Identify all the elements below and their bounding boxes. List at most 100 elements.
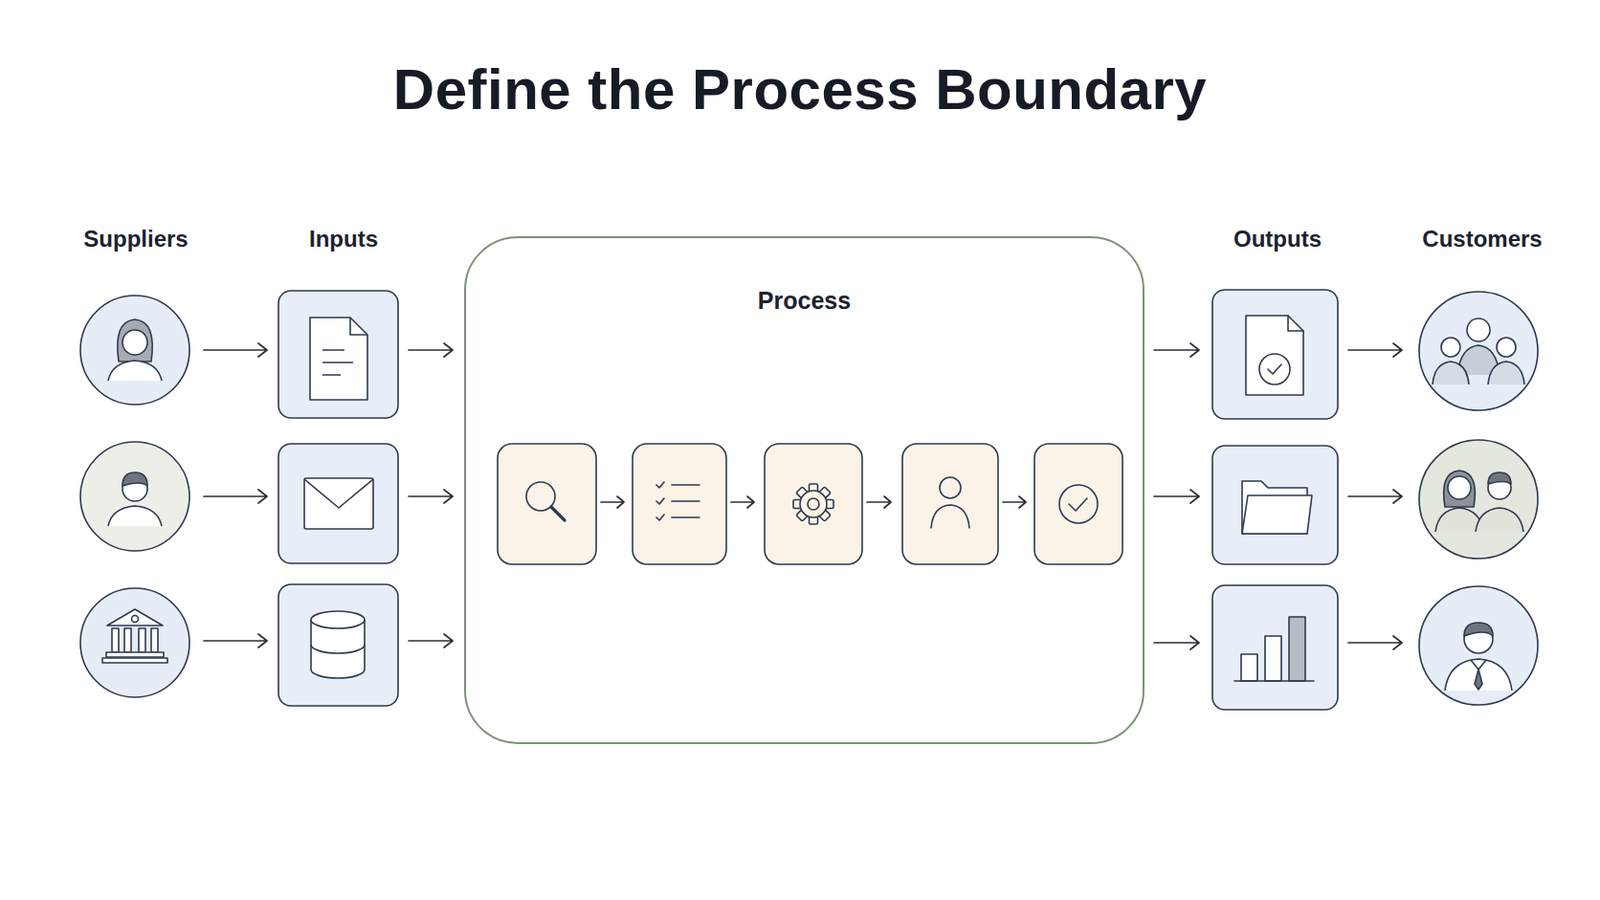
flow-arrow <box>203 343 267 357</box>
bank-column <box>124 628 132 653</box>
flow-arrow <box>408 343 453 357</box>
column-heading: Inputs <box>238 224 449 254</box>
database-top <box>311 611 365 629</box>
checklist-lines <box>671 485 700 518</box>
column-heading: Suppliers <box>30 224 242 254</box>
output-box <box>1212 289 1338 420</box>
step-box <box>902 444 999 565</box>
process-boundary: Process <box>464 236 1145 745</box>
document-lines <box>322 350 354 376</box>
input-icons <box>278 290 399 707</box>
done-check <box>1068 498 1088 512</box>
process-label: Process <box>466 286 1143 315</box>
done-circle <box>1059 485 1098 524</box>
tie <box>1474 669 1483 690</box>
approved-document <box>1245 315 1304 396</box>
body <box>108 360 162 381</box>
approval-circle <box>1259 354 1290 385</box>
head <box>122 330 148 356</box>
bank-roof <box>107 609 163 626</box>
database-ring <box>311 644 365 654</box>
step-box <box>632 444 727 565</box>
envelope-flap <box>304 479 374 509</box>
customer-circle <box>1419 586 1538 706</box>
document-fold <box>350 317 368 335</box>
bank-column <box>138 628 146 653</box>
supplier-circle <box>80 442 190 552</box>
chart-bar <box>1288 617 1306 682</box>
body <box>1475 508 1524 533</box>
head <box>1441 337 1461 357</box>
bank-base <box>106 652 164 658</box>
step-box <box>497 444 597 565</box>
gear-icon <box>793 484 834 525</box>
chart-bar <box>1241 654 1258 682</box>
step-arrow <box>600 496 624 509</box>
bank-base <box>102 658 168 664</box>
customer-circle <box>1419 291 1538 411</box>
bank-emblem <box>132 616 139 623</box>
supplier-circle <box>80 295 190 405</box>
hair <box>117 319 153 362</box>
supplier-icons <box>80 295 190 698</box>
customer-icons <box>1419 291 1538 706</box>
bank-column <box>151 628 158 653</box>
step-box <box>1034 444 1123 565</box>
step-arrow <box>1002 496 1026 509</box>
flow-arrow <box>1348 636 1402 650</box>
collar <box>1470 660 1487 670</box>
head <box>1466 318 1490 342</box>
person-body <box>931 505 970 529</box>
hair <box>1444 470 1476 508</box>
hair <box>122 472 148 487</box>
body <box>1432 361 1469 385</box>
hair <box>1464 622 1493 637</box>
flow-arrow <box>203 489 267 504</box>
flow-arrow <box>1154 489 1200 504</box>
head <box>1447 476 1471 500</box>
step-arrow <box>866 496 891 509</box>
step-arrow <box>731 496 755 509</box>
flow-arrow <box>1154 343 1200 357</box>
person-head <box>939 477 961 499</box>
hair <box>1488 472 1512 485</box>
document-fold <box>1288 315 1304 332</box>
column-heading: Outputs <box>1172 224 1383 254</box>
body <box>1488 361 1525 385</box>
gear-hub <box>807 498 820 511</box>
body <box>1444 659 1512 691</box>
body <box>108 506 162 527</box>
output-icons <box>1212 289 1338 711</box>
customer-circle <box>1419 440 1538 559</box>
step-box <box>764 444 863 565</box>
document-icon <box>310 317 368 400</box>
chart-baseline <box>1234 680 1314 683</box>
input-box <box>278 290 399 419</box>
flow-arrow <box>1348 489 1402 504</box>
checklist-checks <box>656 482 665 521</box>
flow-arrow <box>203 634 267 648</box>
head <box>1496 337 1516 357</box>
chart-bar <box>1265 636 1282 682</box>
input-box <box>278 584 399 707</box>
diagram-title: Define the Process Boundary <box>0 53 1600 127</box>
bank-column <box>111 628 119 653</box>
process-steps <box>497 444 1123 565</box>
gear-body <box>800 490 827 518</box>
input-box <box>278 444 399 564</box>
folder-front <box>1242 495 1312 534</box>
approval-check <box>1267 364 1282 375</box>
supplier-circle <box>80 588 190 698</box>
flow-arrow <box>1154 636 1200 650</box>
magnifier-handle <box>551 507 565 521</box>
envelope-icon <box>304 478 374 530</box>
column-heading: Customers <box>1377 224 1588 254</box>
flow-arrow <box>408 634 453 648</box>
output-box <box>1212 445 1338 565</box>
flow-arrow <box>1348 343 1402 357</box>
output-box <box>1212 585 1338 711</box>
flow-arrow <box>408 489 453 504</box>
